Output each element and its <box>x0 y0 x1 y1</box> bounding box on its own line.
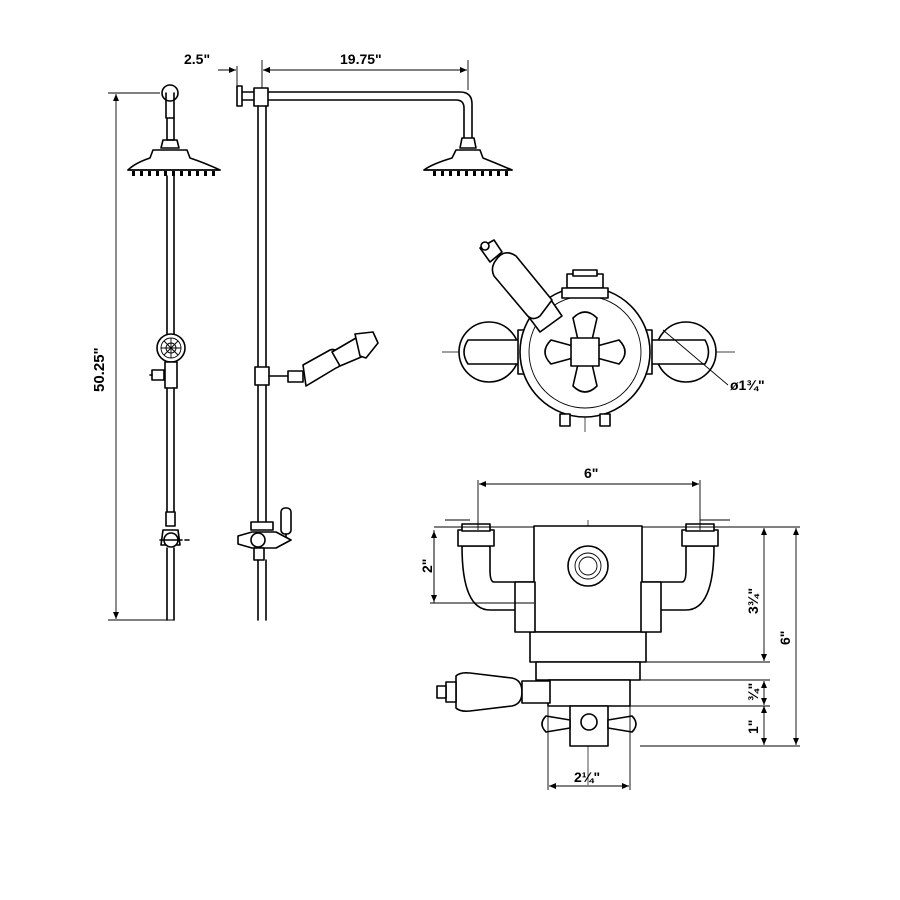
valve-front-view: ø1¾" <box>442 239 765 432</box>
total-height-label: 50.25" <box>91 347 108 392</box>
valve-side-view: 6" 2" 3¾" 6" ¾" 1" <box>419 465 800 790</box>
arm-length-label: 19.75" <box>340 51 382 67</box>
dim-overall-depth: 6" <box>640 526 800 747</box>
front-rose-nozzles <box>132 171 215 176</box>
wall-offset-label: 2.5" <box>184 51 210 67</box>
dim-total-height: 50.25" <box>91 92 174 621</box>
dim-valve-depth: 3¾" <box>642 526 770 663</box>
control-width-label: 2¼" <box>574 769 600 785</box>
valve-centres-label: 6" <box>584 465 598 481</box>
control-depth-label: 1" <box>745 720 761 734</box>
valve-height-label: 2" <box>419 559 435 573</box>
handset <box>287 331 379 387</box>
connection-diameter-label: ø1¾" <box>730 377 765 393</box>
dim-arm-length: 19.75" <box>263 51 469 90</box>
side-view-shower-column <box>236 85 513 621</box>
front-view-shower-column <box>127 84 221 621</box>
dim-handle-depth: ¾" <box>630 679 770 707</box>
dim-valve-height: 2" <box>419 530 534 604</box>
dim-wall-offset: 2.5" <box>184 51 286 88</box>
valve-depth-label: 3¾" <box>745 588 761 614</box>
dim-valve-centres: 6" <box>477 465 701 530</box>
overall-depth-label: 6" <box>777 631 793 645</box>
handle-depth-label: ¾" <box>745 683 761 701</box>
dim-control-width: 2¼" <box>547 706 631 790</box>
dim-control-depth: 1" <box>745 706 767 745</box>
side-rose-nozzles <box>433 171 508 176</box>
